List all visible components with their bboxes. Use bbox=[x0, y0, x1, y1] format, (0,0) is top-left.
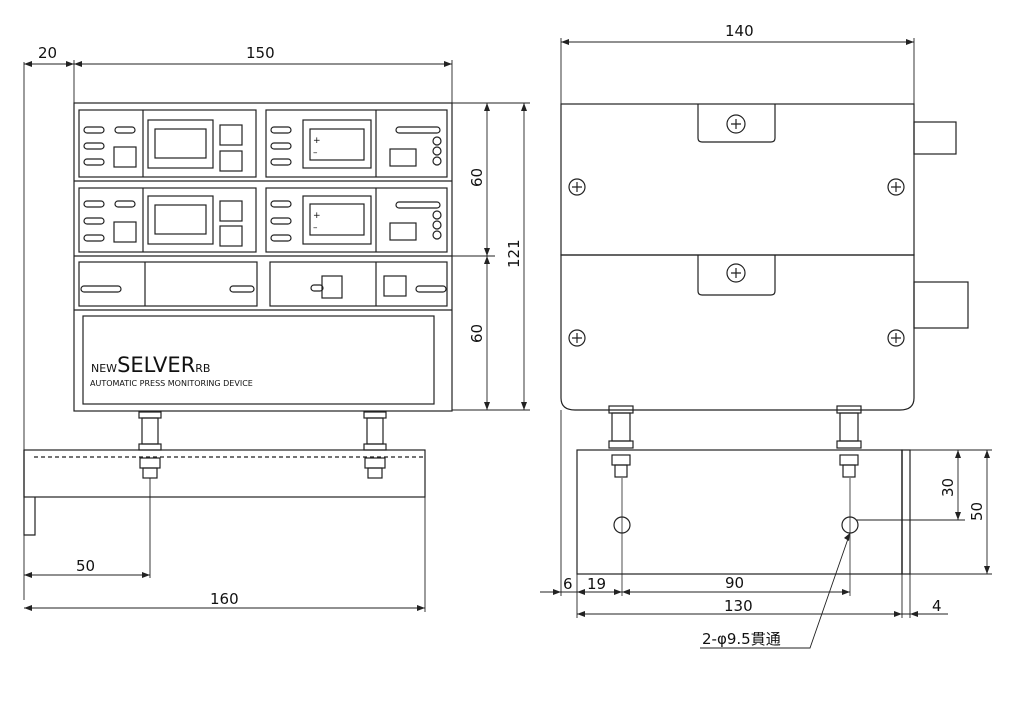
module-row2-left bbox=[78, 187, 257, 253]
side-clamp-top bbox=[697, 104, 776, 143]
side-body-lower bbox=[560, 254, 915, 411]
side-standoff-right bbox=[836, 405, 862, 478]
front-body bbox=[73, 102, 453, 412]
side-clamp-middle bbox=[697, 255, 776, 296]
dimension-lines bbox=[23, 38, 992, 649]
dim-150: 150 bbox=[246, 44, 275, 62]
dim-6: 6 bbox=[563, 575, 573, 593]
plus-sign-1: + bbox=[313, 136, 321, 146]
brand-logo: NEWSELVERRB bbox=[91, 353, 210, 377]
screw-icon bbox=[726, 114, 746, 134]
side-connector-lower bbox=[913, 281, 969, 329]
dim-60-upper: 60 bbox=[468, 168, 486, 187]
dim-50-left: 50 bbox=[76, 557, 95, 575]
dim-60-lower: 60 bbox=[468, 324, 486, 343]
dimension-arrows bbox=[24, 39, 990, 617]
side-body-upper bbox=[560, 103, 915, 256]
nameplate-panel bbox=[82, 315, 435, 405]
dim-160: 160 bbox=[210, 590, 239, 608]
module-row1-left bbox=[78, 109, 257, 178]
dim-90: 90 bbox=[725, 574, 744, 592]
screw-icon bbox=[568, 178, 586, 196]
dim-19: 19 bbox=[587, 575, 606, 593]
brand-prefix: NEW bbox=[91, 362, 117, 375]
side-mount-bracket bbox=[576, 449, 911, 575]
front-standoff-right bbox=[363, 411, 387, 479]
hole-callout: 2-φ9.5貫通 bbox=[702, 630, 781, 648]
screw-icon bbox=[887, 178, 905, 196]
screw-icon bbox=[887, 329, 905, 347]
minus-sign-1: – bbox=[313, 148, 318, 158]
plus-sign-2: + bbox=[313, 211, 321, 221]
dim-121: 121 bbox=[505, 239, 523, 268]
dim-30: 30 bbox=[939, 478, 957, 497]
module-row3 bbox=[78, 261, 448, 307]
module-row1-right: + – bbox=[265, 109, 448, 178]
minus-sign-2: – bbox=[313, 223, 318, 233]
front-standoff-left bbox=[138, 411, 162, 479]
brand-suffix: RB bbox=[195, 362, 210, 375]
dim-140: 140 bbox=[725, 22, 754, 40]
dim-130: 130 bbox=[724, 597, 753, 615]
brand-tagline: AUTOMATIC PRESS MONITORING DEVICE bbox=[90, 379, 253, 388]
dim-20: 20 bbox=[38, 44, 57, 62]
module-row2-right: + – bbox=[265, 187, 448, 253]
screw-icon bbox=[568, 329, 586, 347]
front-view: + – bbox=[23, 102, 453, 536]
brand-name: SELVER bbox=[117, 353, 195, 377]
side-standoff-left bbox=[608, 405, 634, 478]
dim-50-right: 50 bbox=[968, 502, 986, 521]
side-view bbox=[560, 103, 969, 596]
dimension-labels: 20 150 140 60 60 121 30 50 50 160 6 19 9… bbox=[38, 22, 986, 648]
side-connector-upper bbox=[913, 121, 957, 155]
dim-4: 4 bbox=[932, 597, 942, 615]
screw-icon bbox=[726, 263, 746, 283]
